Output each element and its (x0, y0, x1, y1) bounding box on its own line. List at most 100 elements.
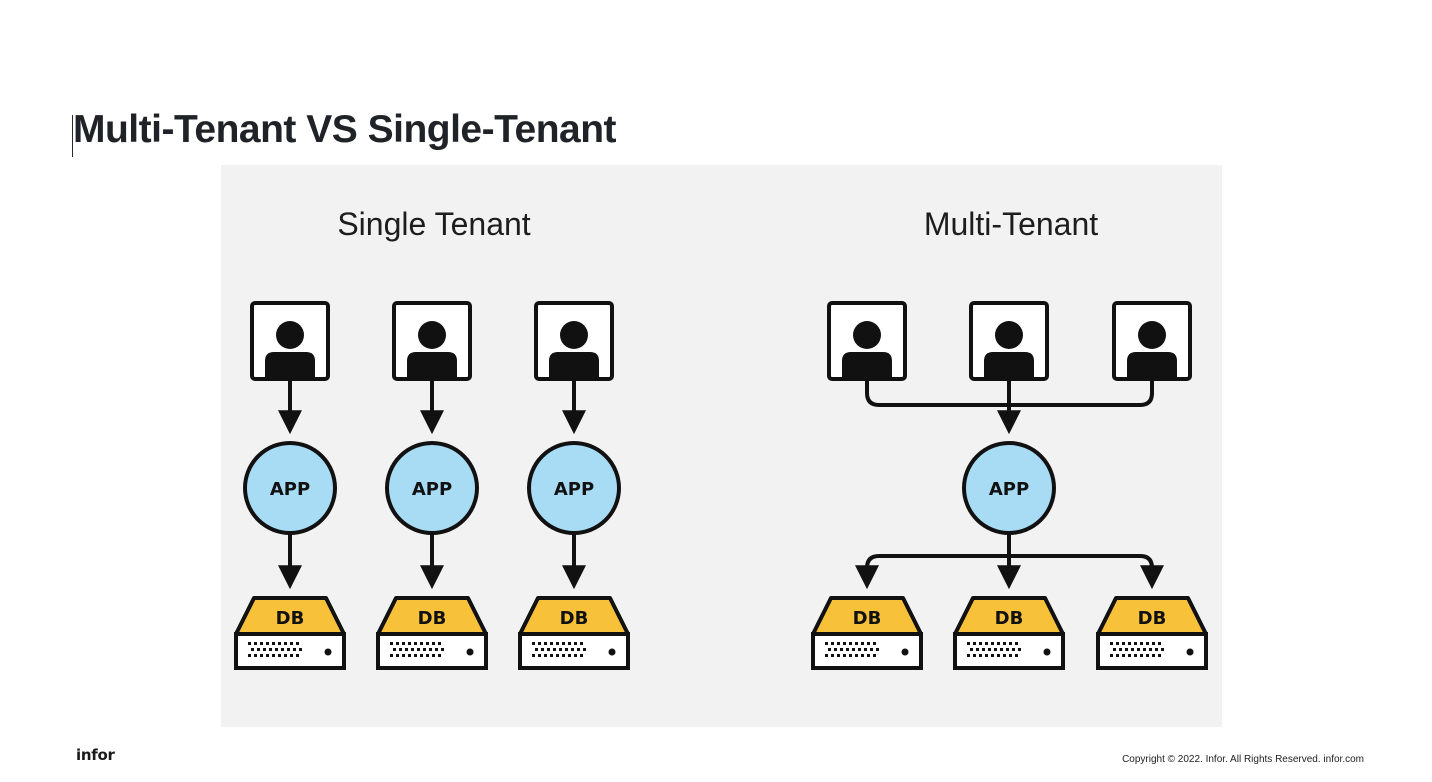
vent-dot (562, 642, 565, 645)
vent-dot (837, 654, 840, 657)
vent-dot (1003, 642, 1006, 645)
vent-dot (985, 642, 988, 645)
vent-dot (1152, 654, 1155, 657)
vent-dot (1128, 642, 1131, 645)
vent-dot (408, 654, 411, 657)
vent-dot (390, 654, 393, 657)
database-icon: DB (234, 596, 346, 670)
vent-dot (1128, 654, 1131, 657)
db-label: DB (276, 608, 305, 629)
vent-dot (290, 654, 293, 657)
vent-dot (417, 648, 420, 651)
user-head (560, 321, 588, 349)
vent-dot (556, 654, 559, 657)
vent-dot (843, 642, 846, 645)
vent-dot (281, 648, 284, 651)
vent-dot (979, 642, 982, 645)
db-vent (1110, 642, 1164, 657)
vent-dot (1015, 642, 1018, 645)
vent-dot (1122, 654, 1125, 657)
vent-dot (254, 654, 257, 657)
db-label: DB (995, 608, 1024, 629)
vent-dot (580, 642, 583, 645)
vent-dot (414, 654, 417, 657)
app-label: APP (412, 479, 452, 500)
vent-dot (1015, 654, 1018, 657)
vent-dot (1158, 654, 1161, 657)
app-label: APP (989, 479, 1029, 500)
vent-dot (432, 642, 435, 645)
db-vent (248, 642, 302, 657)
vent-dot (1119, 648, 1122, 651)
vent-dot (1134, 642, 1137, 645)
vent-dot (825, 654, 828, 657)
vent-dot (855, 642, 858, 645)
vent-dot (562, 654, 565, 657)
vent-dot (1149, 648, 1152, 651)
vent-dot (438, 654, 441, 657)
vent-dot (843, 654, 846, 657)
vent-dot (1137, 648, 1140, 651)
user-head (1138, 321, 1166, 349)
vent-dot (991, 654, 994, 657)
vent-dot (1131, 648, 1134, 651)
app-node: APP (962, 441, 1056, 535)
vent-dot (544, 654, 547, 657)
vent-dot (284, 642, 287, 645)
vent-dot (876, 648, 879, 651)
vent-dot (275, 648, 278, 651)
vent-dot (967, 654, 970, 657)
vent-dot (849, 642, 852, 645)
vent-dot (423, 648, 426, 651)
user-head (418, 321, 446, 349)
vent-dot (559, 648, 562, 651)
vent-dot (1146, 642, 1149, 645)
database-icon: DB (1096, 596, 1208, 670)
vent-dot (1146, 654, 1149, 657)
vent-dot (408, 642, 411, 645)
user-head (853, 321, 881, 349)
vent-dot (568, 642, 571, 645)
vent-dot (296, 654, 299, 657)
vent-dot (535, 648, 538, 651)
db-indicator (1043, 648, 1051, 656)
vent-dot (568, 654, 571, 657)
vent-dot (287, 648, 290, 651)
vent-dot (849, 654, 852, 657)
vent-dot (1110, 642, 1113, 645)
vent-dot (550, 654, 553, 657)
vent-dot (426, 654, 429, 657)
vent-dot (846, 648, 849, 651)
database-icon: DB (376, 596, 488, 670)
vent-dot (405, 648, 408, 651)
user-body (842, 352, 892, 377)
vent-dot (441, 648, 444, 651)
database-icon: DB (811, 596, 923, 670)
vent-dot (991, 642, 994, 645)
db-label: DB (560, 608, 589, 629)
vent-dot (837, 642, 840, 645)
vent-dot (967, 642, 970, 645)
vent-dot (1140, 642, 1143, 645)
vent-dot (541, 648, 544, 651)
vent-dot (1161, 648, 1164, 651)
vent-dot (574, 654, 577, 657)
vent-dot (867, 642, 870, 645)
slide-title: Multi-Tenant VS Single-Tenant (73, 108, 617, 151)
person-icon (534, 301, 614, 381)
vent-dot (420, 654, 423, 657)
vent-dot (577, 648, 580, 651)
database-icon: DB (953, 596, 1065, 670)
vent-dot (825, 642, 828, 645)
user-body (407, 352, 457, 377)
app-label: APP (554, 479, 594, 500)
vent-dot (538, 654, 541, 657)
footer-copyright: Copyright © 2022. Infor. All Rights Rese… (1122, 754, 1364, 765)
text-cursor (72, 115, 73, 157)
vent-dot (257, 648, 260, 651)
vent-dot (994, 648, 997, 651)
vent-dot (402, 654, 405, 657)
vent-dot (248, 642, 251, 645)
single-tenant-heading: Single Tenant (337, 206, 530, 242)
vent-dot (293, 648, 296, 651)
